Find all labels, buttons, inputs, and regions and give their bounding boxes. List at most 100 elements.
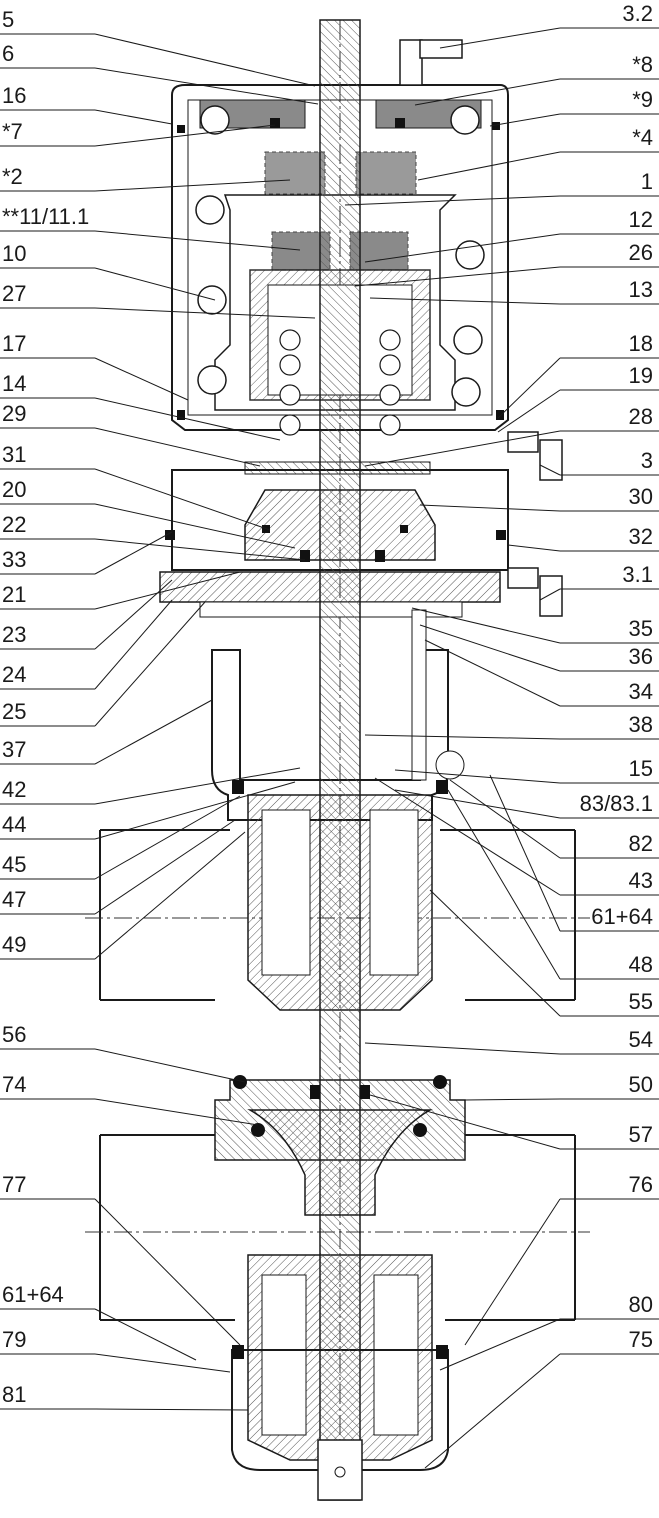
part-label-right-26: 54	[628, 1027, 653, 1052]
leader-left-8	[94, 357, 189, 401]
leader-right-30	[439, 1318, 561, 1371]
leader-right-9	[497, 389, 561, 433]
leader-left-16	[94, 579, 173, 650]
leader-right-2	[489, 113, 561, 127]
leader-left-4	[94, 179, 291, 192]
part-label-left-12: 20	[2, 477, 27, 502]
part-label-right-10: 28	[628, 404, 653, 429]
leader-right-19	[394, 769, 561, 784]
part-label-left-18: 25	[2, 699, 27, 724]
piston-upper-right	[355, 151, 417, 195]
leader-left-6	[94, 267, 216, 301]
leader-right-16	[419, 624, 561, 672]
leader-right-31	[424, 1353, 561, 1469]
leader-left-7	[94, 307, 316, 319]
part-label-left-25: 56	[2, 1022, 27, 1047]
leader-left-18	[94, 601, 206, 727]
leader-left-0	[94, 33, 316, 87]
leader-right-18	[364, 734, 561, 740]
part-label-left-10: 29	[2, 401, 27, 426]
part-label-left-0: 5	[2, 7, 15, 32]
leader-left-11	[94, 468, 271, 531]
part-label-left-27: 77	[2, 1172, 27, 1197]
leader-left-19	[94, 699, 213, 765]
part-label-right-14: 3.1	[622, 562, 653, 587]
leader-right-17	[424, 639, 561, 707]
part-label-right-20: 83/83.1	[579, 791, 653, 816]
part-label-left-14: 33	[2, 547, 27, 572]
stem-end	[317, 1439, 363, 1501]
leader-right-4	[344, 195, 561, 206]
leader-right-22	[374, 777, 561, 896]
label-rules	[0, 27, 659, 1410]
leader-left-3	[94, 124, 276, 147]
leader-left-30	[94, 1408, 249, 1411]
part-label-right-18: 38	[628, 712, 653, 737]
leader-right-13	[507, 544, 561, 552]
part-label-left-4: *2	[2, 164, 23, 189]
leader-right-14	[539, 588, 561, 601]
part-label-right-27: 50	[628, 1072, 653, 1097]
leader-left-26	[94, 1098, 259, 1126]
leader-left-17	[94, 599, 173, 690]
part-label-left-19: 37	[2, 737, 27, 762]
part-label-right-15: 35	[628, 616, 653, 641]
leader-lines	[94, 27, 561, 1469]
leader-left-14	[94, 531, 173, 575]
leader-right-12	[419, 504, 561, 512]
leader-right-23	[489, 774, 561, 932]
part-label-right-22: 43	[628, 868, 653, 893]
leader-left-5	[94, 230, 301, 251]
leader-left-28	[94, 1308, 197, 1361]
lower-window-right	[373, 1274, 419, 1436]
leader-left-13	[94, 538, 306, 561]
part-label-left-26: 74	[2, 1072, 27, 1097]
upper-disc-window-right	[369, 809, 419, 976]
stem-end-mark	[334, 1466, 346, 1478]
leader-right-21	[449, 779, 561, 859]
leader-left-12	[94, 503, 296, 549]
part-label-left-17: 24	[2, 662, 27, 687]
part-label-right-12: 30	[628, 484, 653, 509]
leader-right-27	[464, 1098, 561, 1101]
part-label-left-21: 44	[2, 812, 27, 837]
piston-upper-left	[264, 151, 326, 195]
part-label-right-6: 26	[628, 240, 653, 265]
part-label-left-9: 14	[2, 371, 27, 396]
leader-left-22	[94, 795, 241, 880]
leader-right-3	[417, 151, 561, 181]
leader-left-27	[94, 1198, 241, 1346]
leader-left-1	[94, 67, 319, 105]
leader-left-2	[94, 109, 173, 125]
part-label-right-9: 19	[628, 363, 653, 388]
leader-right-1	[414, 78, 561, 106]
part-label-right-5: 12	[628, 207, 653, 232]
seals	[165, 118, 506, 1359]
part-label-left-15: 21	[2, 582, 27, 607]
stem	[319, 19, 361, 1501]
part-label-right-31: 75	[628, 1327, 653, 1352]
leader-right-5	[364, 233, 561, 263]
part-label-left-23: 47	[2, 887, 27, 912]
part-label-right-11: 3	[640, 448, 653, 473]
part-label-right-2: *9	[632, 87, 653, 112]
part-label-right-8: 18	[628, 331, 653, 356]
part-label-right-30: 80	[628, 1292, 653, 1317]
lower-window-left	[261, 1274, 307, 1436]
part-label-right-7: 13	[628, 277, 653, 302]
leader-left-10	[94, 427, 261, 467]
air-fittings	[399, 39, 563, 617]
part-label-left-22: 45	[2, 852, 27, 877]
part-label-right-29: 76	[628, 1172, 653, 1197]
part-label-left-16: 23	[2, 622, 27, 647]
part-label-left-11: 31	[2, 442, 27, 467]
rod	[411, 609, 427, 781]
leader-right-15	[411, 607, 561, 644]
part-label-left-24: 49	[2, 932, 27, 957]
part-label-left-20: 42	[2, 777, 27, 802]
upper-disc-window-left	[261, 809, 311, 976]
part-label-right-0: 3.2	[622, 1, 653, 26]
part-label-left-3: *7	[2, 119, 23, 144]
outer-spring	[195, 105, 485, 407]
